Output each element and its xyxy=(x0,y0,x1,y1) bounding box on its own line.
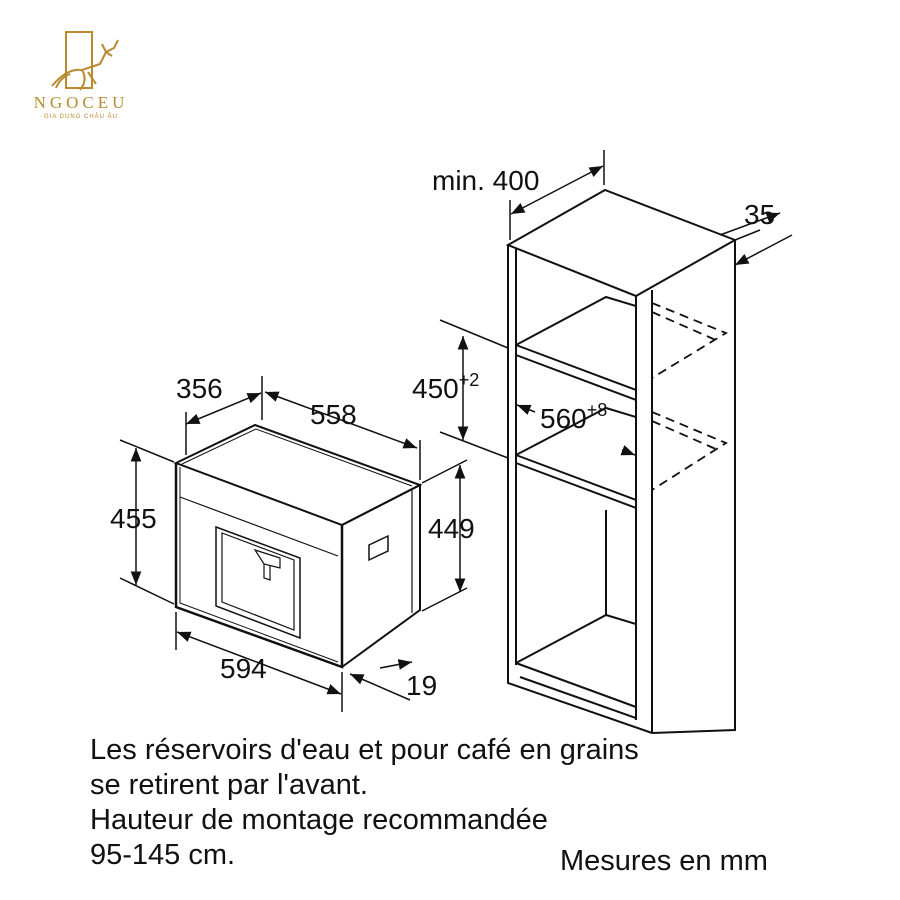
cabinet-hidden-lines xyxy=(651,302,728,491)
cabinet-top xyxy=(505,188,738,298)
cabinet-side xyxy=(651,240,736,734)
dim-appliance-depth-top: 356 xyxy=(176,373,223,404)
shelf-lower xyxy=(515,406,637,501)
note-line-4: 95-145 cm. xyxy=(90,839,236,871)
note-line-2: se retirent par l'avant. xyxy=(90,769,368,801)
cabinet-dimension-lines xyxy=(439,150,793,459)
cabinet-drawing xyxy=(505,188,738,734)
dim-appliance-height-left: 455 xyxy=(110,503,157,534)
shelf-upper xyxy=(515,295,637,391)
dim-cabinet-min-depth: min. 400 xyxy=(432,165,539,196)
dim-niche-width: 560+8 xyxy=(540,400,607,434)
dim-niche-width-tolerance: +8 xyxy=(587,400,608,420)
note-line-1: Les réservoirs d'eau et pour café en gra… xyxy=(90,734,639,766)
dim-niche-height-value: 450 xyxy=(412,373,459,404)
appliance-side-face xyxy=(341,483,421,668)
note-line-3: Hauteur de montage recommandée xyxy=(90,804,548,836)
deer-leaping-icon xyxy=(51,31,119,91)
dim-niche-height: 450+2 xyxy=(412,370,479,404)
dim-appliance-width-top: 558 xyxy=(310,399,357,430)
appliance-handle xyxy=(368,534,389,562)
brand-name: NGOCEU xyxy=(33,93,129,112)
cabinet-front-left xyxy=(507,245,653,734)
unit-note: Mesures en mm xyxy=(560,845,768,877)
brand-logo xyxy=(51,31,119,91)
dim-appliance-height-right: 449 xyxy=(428,513,475,544)
dim-niche-width-value: 560 xyxy=(540,403,587,434)
installation-notes: Les réservoirs d'eau et pour café en gra… xyxy=(90,733,639,873)
dim-appliance-width-front: 594 xyxy=(220,653,267,684)
appliance-drawing xyxy=(173,423,423,669)
dim-appliance-front-thickness: 19 xyxy=(406,670,437,701)
appliance-top-face xyxy=(173,423,423,527)
brand-tagline: GIA DỤNG CHÂU ÂU xyxy=(43,114,118,120)
dim-niche-height-tolerance: +2 xyxy=(459,370,480,390)
dim-cabinet-side-thickness: 35 xyxy=(744,199,775,230)
appliance-dimension-lines xyxy=(119,376,468,712)
